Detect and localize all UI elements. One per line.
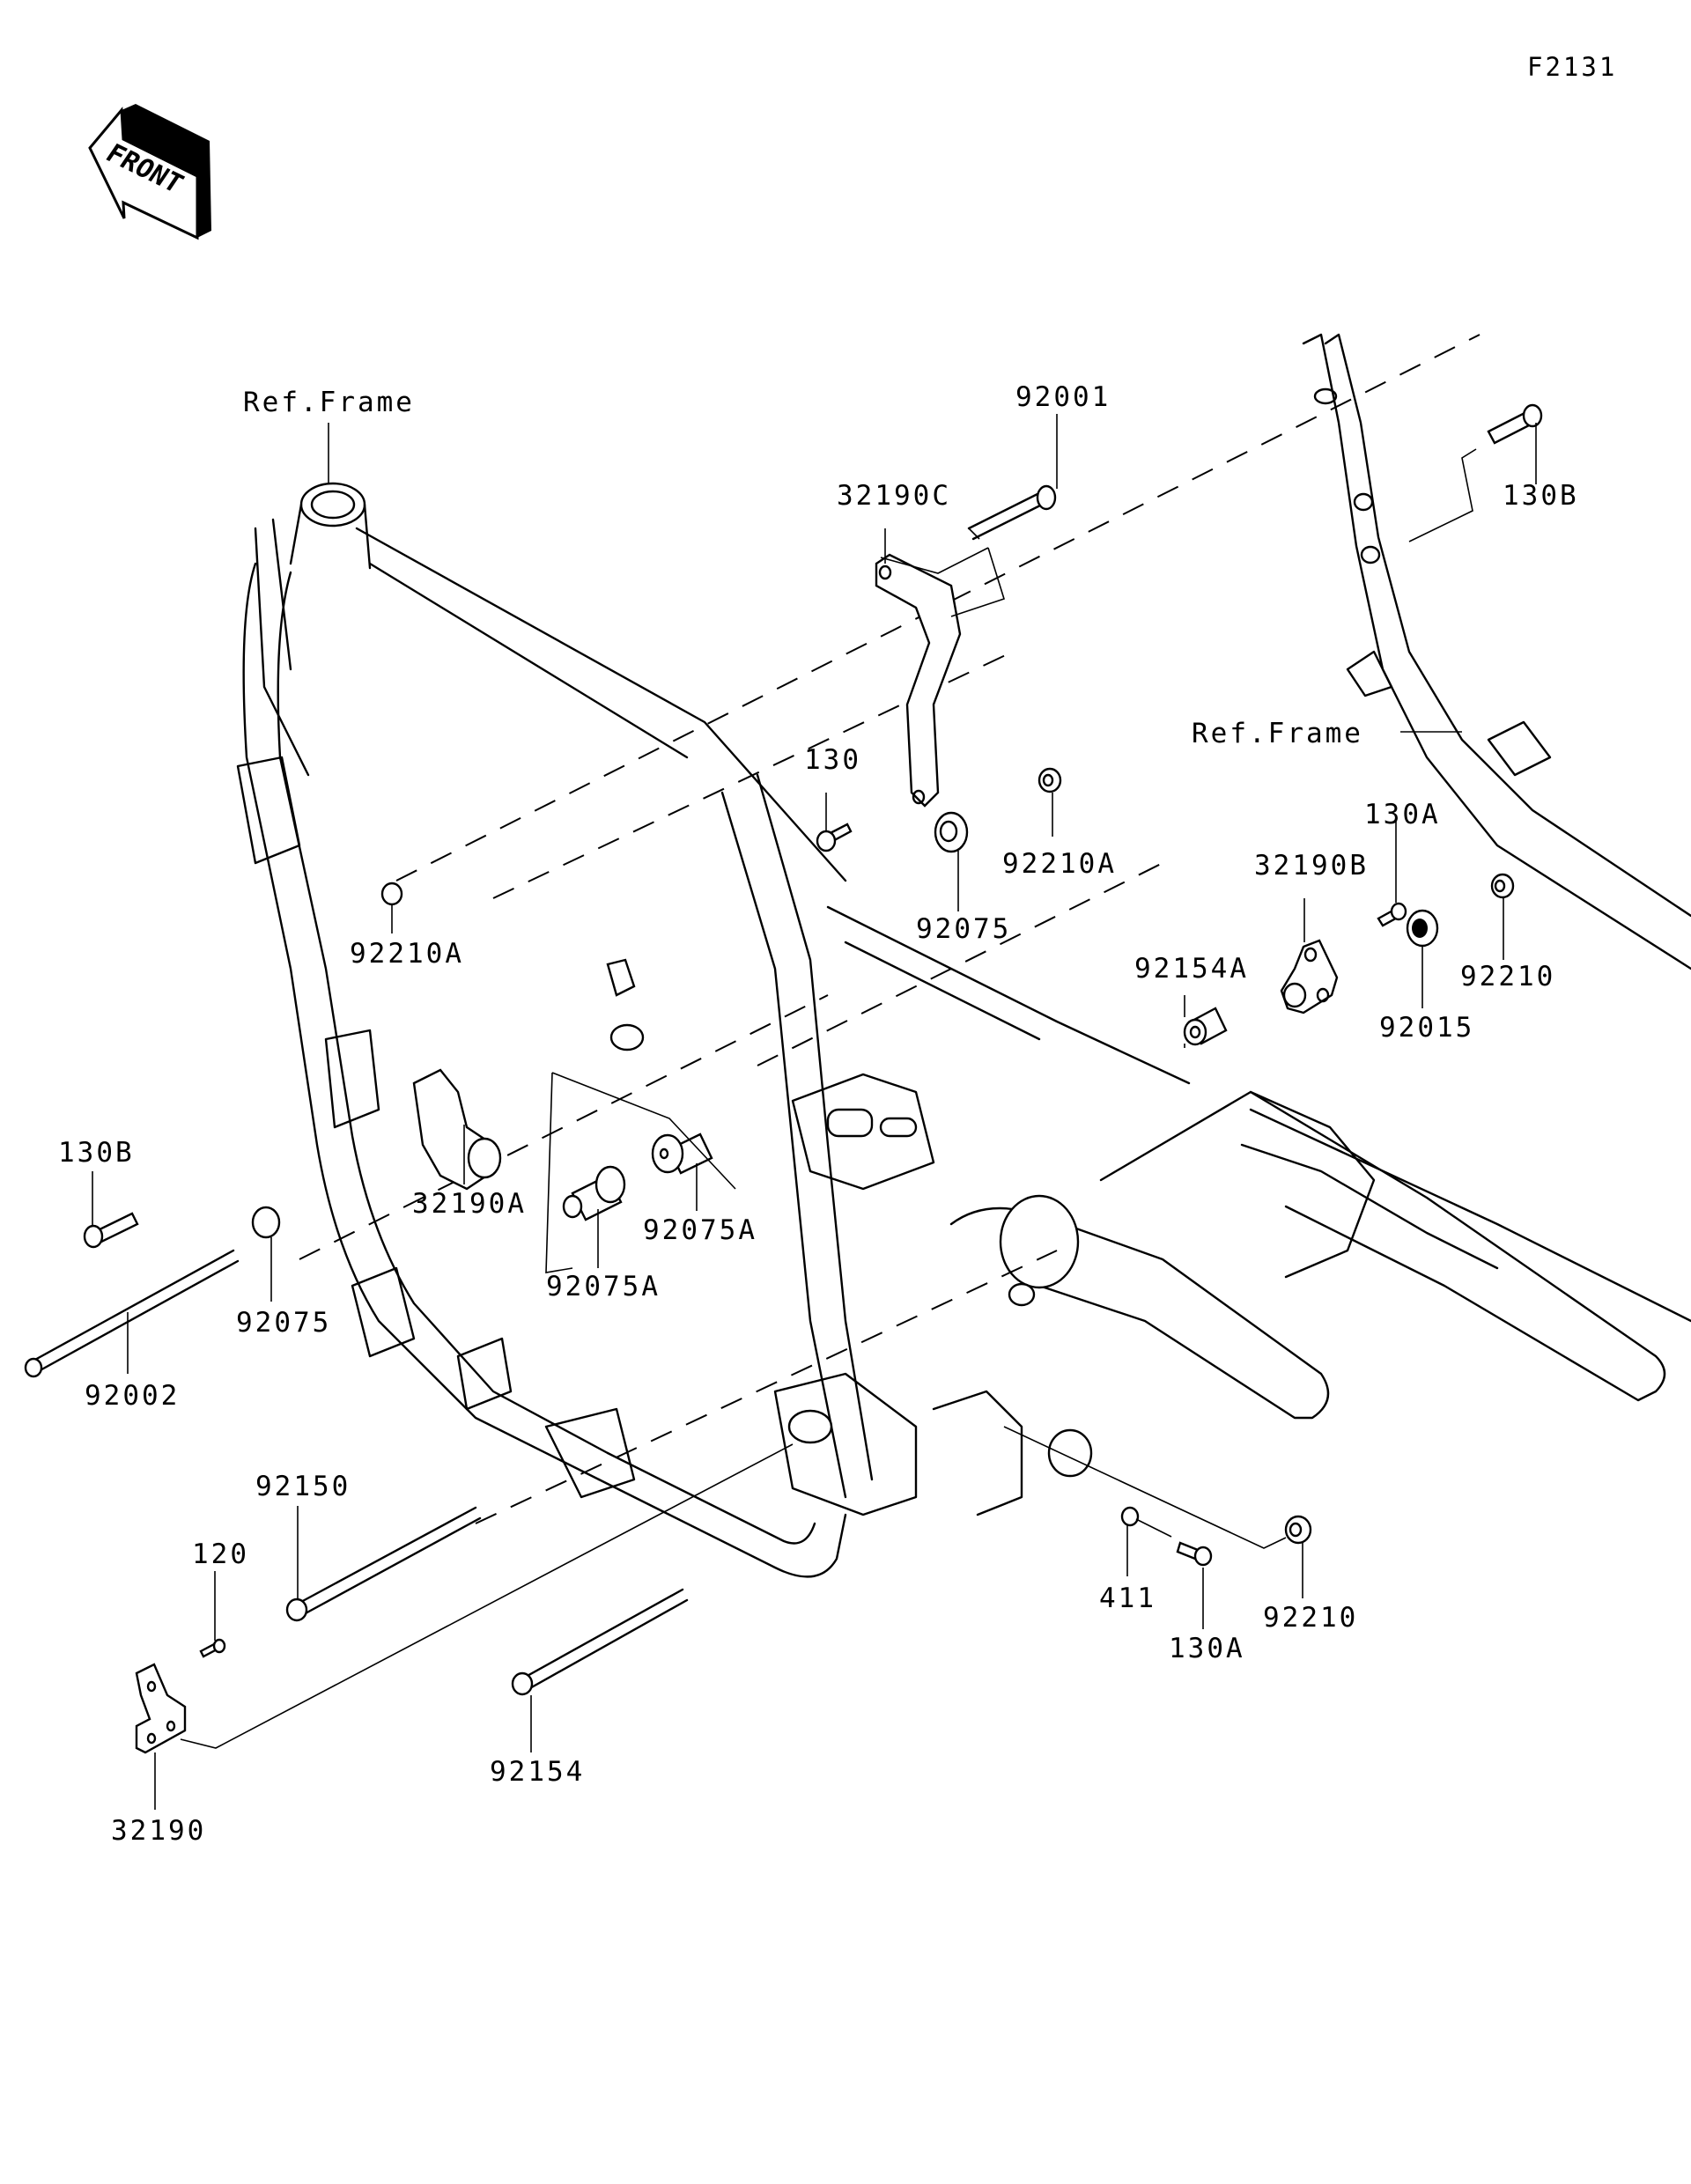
callout-92015[interactable]: 92015 [1379,1012,1475,1044]
callout-92210A-left[interactable]: 92210A [350,938,464,970]
bracket-32190C [875,553,962,808]
nut-92210-top [1490,873,1515,899]
bolt-130 [816,823,853,852]
bolt-130A-bottom [1176,1541,1213,1567]
bracket-32190B [1280,939,1339,1015]
callout-130A-bottom[interactable]: 130A [1169,1633,1245,1664]
callout-92154[interactable]: 92154 [490,1756,586,1788]
bolt-120 [199,1638,226,1658]
bolt-92002 [24,1249,240,1378]
callout-92075A-left[interactable]: 92075A [546,1271,661,1302]
bushing-92154A [1183,1007,1228,1046]
collar-92075-top [934,811,969,853]
callout-32190B[interactable]: 32190B [1254,850,1369,882]
front-arrow-icon: FRONT [88,104,211,240]
bolt-92001 [967,484,1057,541]
ref-frame-label-right: Ref.Frame [1192,718,1363,749]
callout-92075-left[interactable]: 92075 [236,1307,332,1339]
collar-92075-left [251,1206,281,1239]
callout-411[interactable]: 411 [1099,1583,1156,1614]
leader-lines [92,414,1537,1810]
bushing-92075A-left [562,1165,626,1221]
nut-92210A-right [1037,767,1062,793]
bracket-32190A [412,958,645,1191]
callout-92075-top[interactable]: 92075 [916,913,1012,945]
bolt-130A-top [1377,902,1407,927]
nut-92210-bottom [1284,1515,1312,1545]
bushing-92075A-right [651,1133,713,1175]
callout-130[interactable]: 130 [804,744,861,776]
bolt-92150 [285,1506,482,1622]
ref-frame-label-left: Ref.Frame [243,387,415,418]
washer-411 [1120,1506,1140,1527]
callout-130B-top[interactable]: 130B [1503,480,1579,512]
motorcycle-frame [236,333,1691,1578]
callout-92150[interactable]: 92150 [255,1471,351,1502]
callout-32190[interactable]: 32190 [111,1815,207,1847]
bolt-130B-left [83,1212,139,1249]
bracket-32190 [135,1663,187,1754]
callout-92210-bottom[interactable]: 92210 [1263,1602,1359,1634]
callout-92210A-right[interactable]: 92210A [1002,848,1117,880]
bolt-130B-top [1487,403,1543,445]
callout-92210-top[interactable]: 92210 [1460,961,1556,992]
callout-92154A[interactable]: 92154A [1134,953,1249,985]
parts [24,403,1543,1754]
bolt-92154 [511,1588,689,1696]
nut-92210A-left [380,882,403,906]
callout-130A-top[interactable]: 130A [1364,799,1441,830]
callout-92001[interactable]: 92001 [1015,381,1111,413]
callout-120[interactable]: 120 [192,1538,249,1570]
callout-92002[interactable]: 92002 [85,1380,181,1412]
callout-32190C[interactable]: 32190C [837,480,951,512]
callout-32190A[interactable]: 32190A [412,1188,527,1220]
assembly-centerlines [299,334,1481,1524]
callout-130B-left[interactable]: 130B [58,1137,135,1169]
callout-92075A-right[interactable]: 92075A [643,1214,757,1246]
figure-id: F2131 [1527,52,1618,82]
